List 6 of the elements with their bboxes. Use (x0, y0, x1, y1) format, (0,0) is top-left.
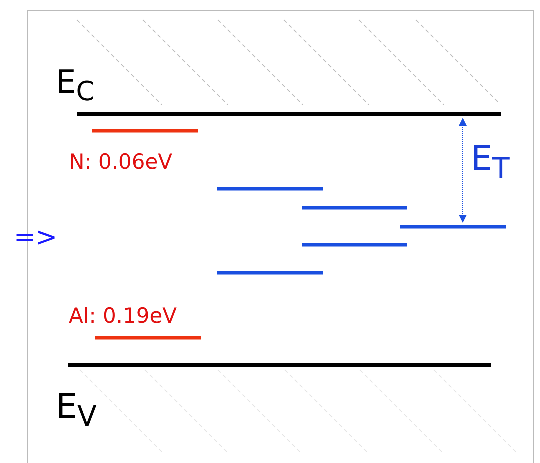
band-label: E$_{C}$ (56, 66, 95, 106)
impurity-label: N: 0.06eV (69, 152, 173, 173)
energy-label: E$_{T}$ (471, 142, 510, 184)
band-label: E$_{V}$ (56, 390, 97, 432)
impurity-label: Al: 0.19eV (69, 306, 177, 327)
arrow-symbol: => (14, 225, 58, 251)
